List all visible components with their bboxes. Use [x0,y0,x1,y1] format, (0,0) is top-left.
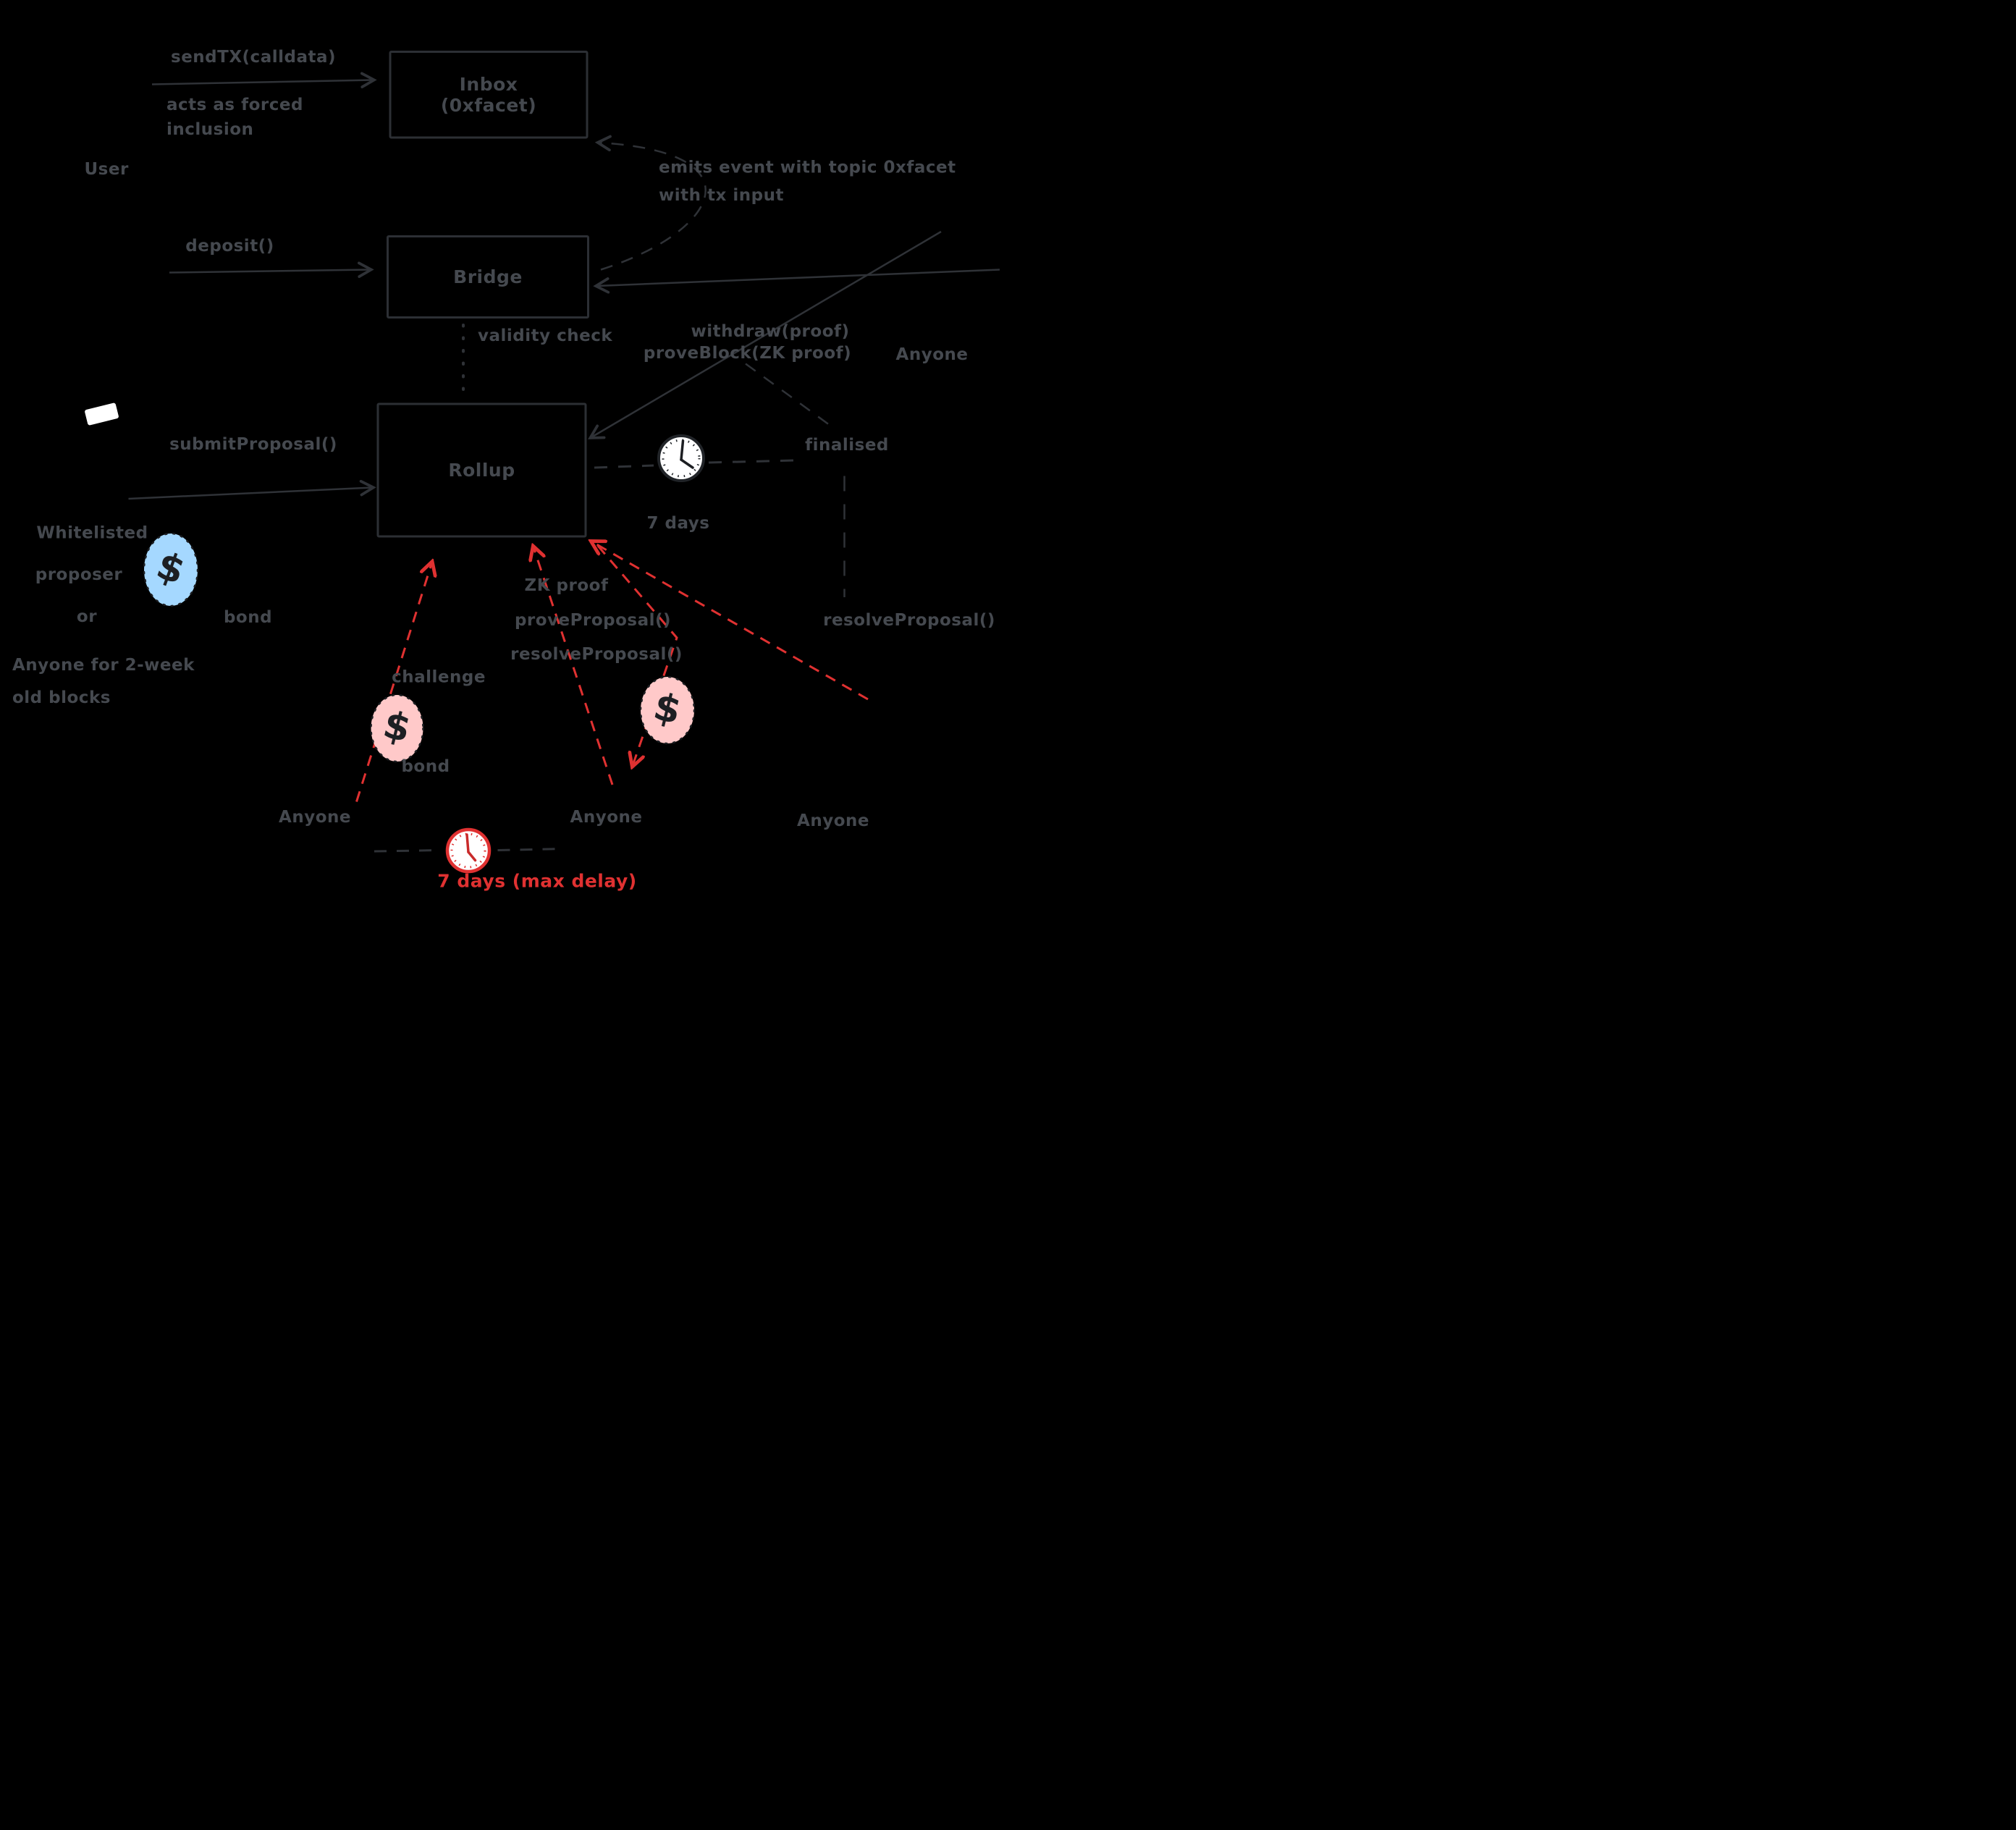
finalised-diagonal-dashed-line [745,363,833,429]
bridge-title: Bridge [453,266,523,287]
block-icon [85,402,119,426]
seven-days-max-delay-label: 7 days (max delay) [437,870,637,892]
anyone-bottom-left-label: Anyone [279,806,351,827]
emits-event-label-line1: emits event with topic 0xfacet [659,157,956,177]
submitproposal-arrow [128,488,373,500]
withdraw-label: withdraw(proof) [691,321,850,341]
proveblock-arrow [591,230,942,437]
inbox-title: Inbox [459,73,518,95]
sendtx-arrow [151,80,373,85]
bond-coin-pink-right-icon [639,675,696,745]
clock-7days-icon [657,434,705,482]
forced-inclusion-label-line2: inclusion [166,119,254,139]
proveblock-label: proveBlock(ZK proof) [643,342,852,363]
validity-check-label: validity check [478,325,613,345]
sendtx-label: sendTX(calldata) [171,46,336,67]
or-label: or [76,606,98,626]
anyone-bottom-middle-label: Anyone [570,806,643,827]
bridge-node: Bridge [387,235,589,319]
anyone-upper-right-label: Anyone [895,344,969,364]
rollup-title: Rollup [448,460,515,481]
deposit-label: deposit() [185,235,274,256]
max-delay-dashed-line-right [497,848,565,851]
inbox-subtitle: (0xfacet) [440,94,537,116]
bond-coin-pink-left-icon [370,693,424,763]
challenge-label: challenge [392,667,486,686]
submitproposal-label: submitProposal() [169,434,337,454]
zkproof-label: ZK proof [524,575,609,595]
resolveproposal-arrow [592,542,869,701]
rollup-clock-dashed-line [594,464,654,469]
max-delay-dashed-line-left [374,849,439,853]
clock-finalised-dashed-line [708,459,795,464]
bond-pink-label: bond [401,756,450,776]
finalised-label: finalised [805,434,889,455]
inbox-node: Inbox (0xfacet) [389,51,589,139]
bond-coin-blue-icon [143,532,199,607]
forced-inclusion-label-line1: acts as forced [166,94,303,114]
resolveproposal-mid-label: resolveProposal() [510,644,683,664]
proveproposal-arrow [533,547,614,785]
whitelisted-label-line2: proposer [35,564,123,584]
diagram-world: Inbox (0xfacet) Bridge Rollup sendTX(cal… [0,0,1008,915]
anyone-2week-label-line1: Anyone for 2-week [12,654,195,675]
deposit-arrow [169,270,370,273]
challenge-arrow [355,563,432,802]
anyone-2week-label-line2: old blocks [12,687,111,707]
anyone-bottom-right-label: Anyone [797,810,869,830]
withdraw-arrow [597,269,1000,287]
proveproposal-label: proveProposal() [514,610,672,630]
clock-max-delay-red-icon [445,827,492,874]
bond-blue-label: bond [223,607,273,627]
emits-event-dashed-arrow [599,143,707,271]
emits-event-label-line2: with tx input [659,185,784,205]
diagram-canvas: Inbox (0xfacet) Bridge Rollup sendTX(cal… [0,0,1008,915]
user-label: User [84,159,129,179]
whitelisted-label-line1: Whitelisted [36,523,148,542]
seven-days-label: 7 days [646,513,710,533]
resolveproposal-right-label: resolveProposal() [823,610,995,630]
rollup-node: Rollup [376,402,587,538]
diagram-lines-layer [85,0,1000,874]
